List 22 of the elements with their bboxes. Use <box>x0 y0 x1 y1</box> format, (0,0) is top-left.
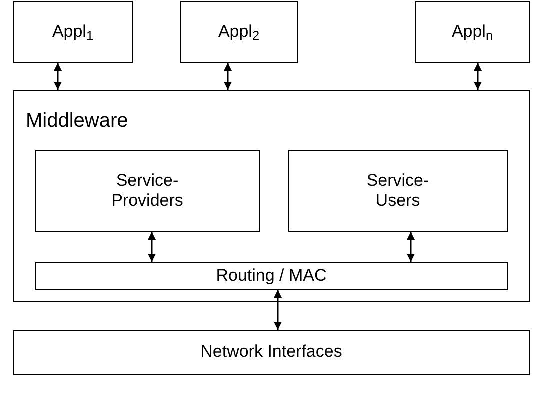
box-label: Service- Users <box>366 170 430 212</box>
box-label: Appl$_{1}$ <box>52 22 94 42</box>
double-arrow <box>54 63 62 90</box>
box-label: Middleware <box>26 111 128 131</box>
process-box <box>35 150 260 232</box>
process-box <box>415 1 530 63</box>
double-arrow <box>148 232 156 262</box>
box-label: Appl$_{n}$ <box>452 22 494 42</box>
process-box <box>35 262 508 290</box>
box-label: Network Interfaces <box>200 342 342 363</box>
process-box <box>13 330 530 375</box>
double-arrow <box>474 63 482 90</box>
double-arrow <box>407 232 415 262</box>
process-box <box>288 150 508 232</box>
process-box <box>13 1 133 63</box>
process-box <box>180 1 298 63</box>
box-label: Routing / MAC <box>216 266 327 286</box>
process-box <box>13 90 530 302</box>
double-arrow <box>224 63 232 90</box>
double-arrow <box>274 290 282 330</box>
box-label: Appl$_{2}$ <box>218 22 260 42</box>
box-label: Service- Providers <box>110 170 184 212</box>
